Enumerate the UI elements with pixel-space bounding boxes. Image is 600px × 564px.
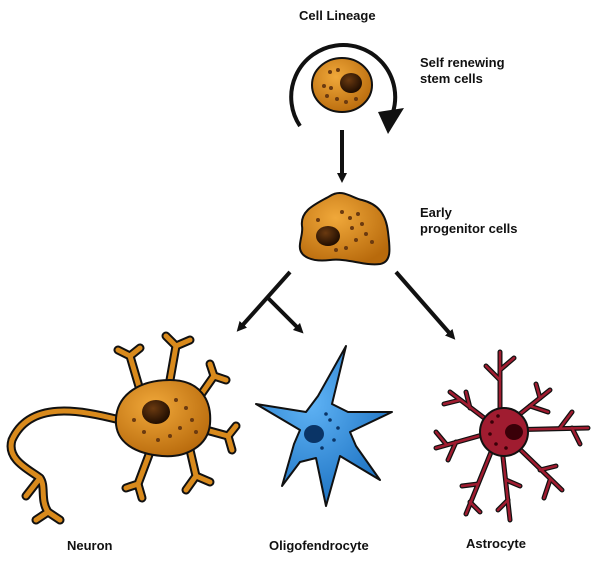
stem-cell-label: Self renewing stem cells <box>420 55 505 87</box>
progenitor-label: Early progenitor cells <box>420 205 518 237</box>
neuron-cell <box>6 331 241 525</box>
stem-label-line1: Self renewing <box>420 55 505 70</box>
neuron-label: Neuron <box>67 538 113 553</box>
stem-label-line2: stem cells <box>420 71 483 86</box>
progenitor-cell <box>298 191 391 266</box>
self-renewal-arrowhead <box>378 108 404 134</box>
astrocyte-label: Astrocyte <box>466 536 526 551</box>
progenitor-label-line1: Early <box>420 205 452 220</box>
branch-arrows <box>236 270 456 340</box>
oligodendrocyte-cell <box>255 345 393 507</box>
diagram-title: Cell Lineage <box>299 8 376 23</box>
progenitor-label-line2: progenitor cells <box>420 221 518 236</box>
stem-cell <box>311 57 373 113</box>
astrocyte-cell <box>433 349 591 523</box>
self-renewal-arrow <box>289 43 398 128</box>
oligodendrocyte-label: Oligofendrocyte <box>269 538 369 553</box>
